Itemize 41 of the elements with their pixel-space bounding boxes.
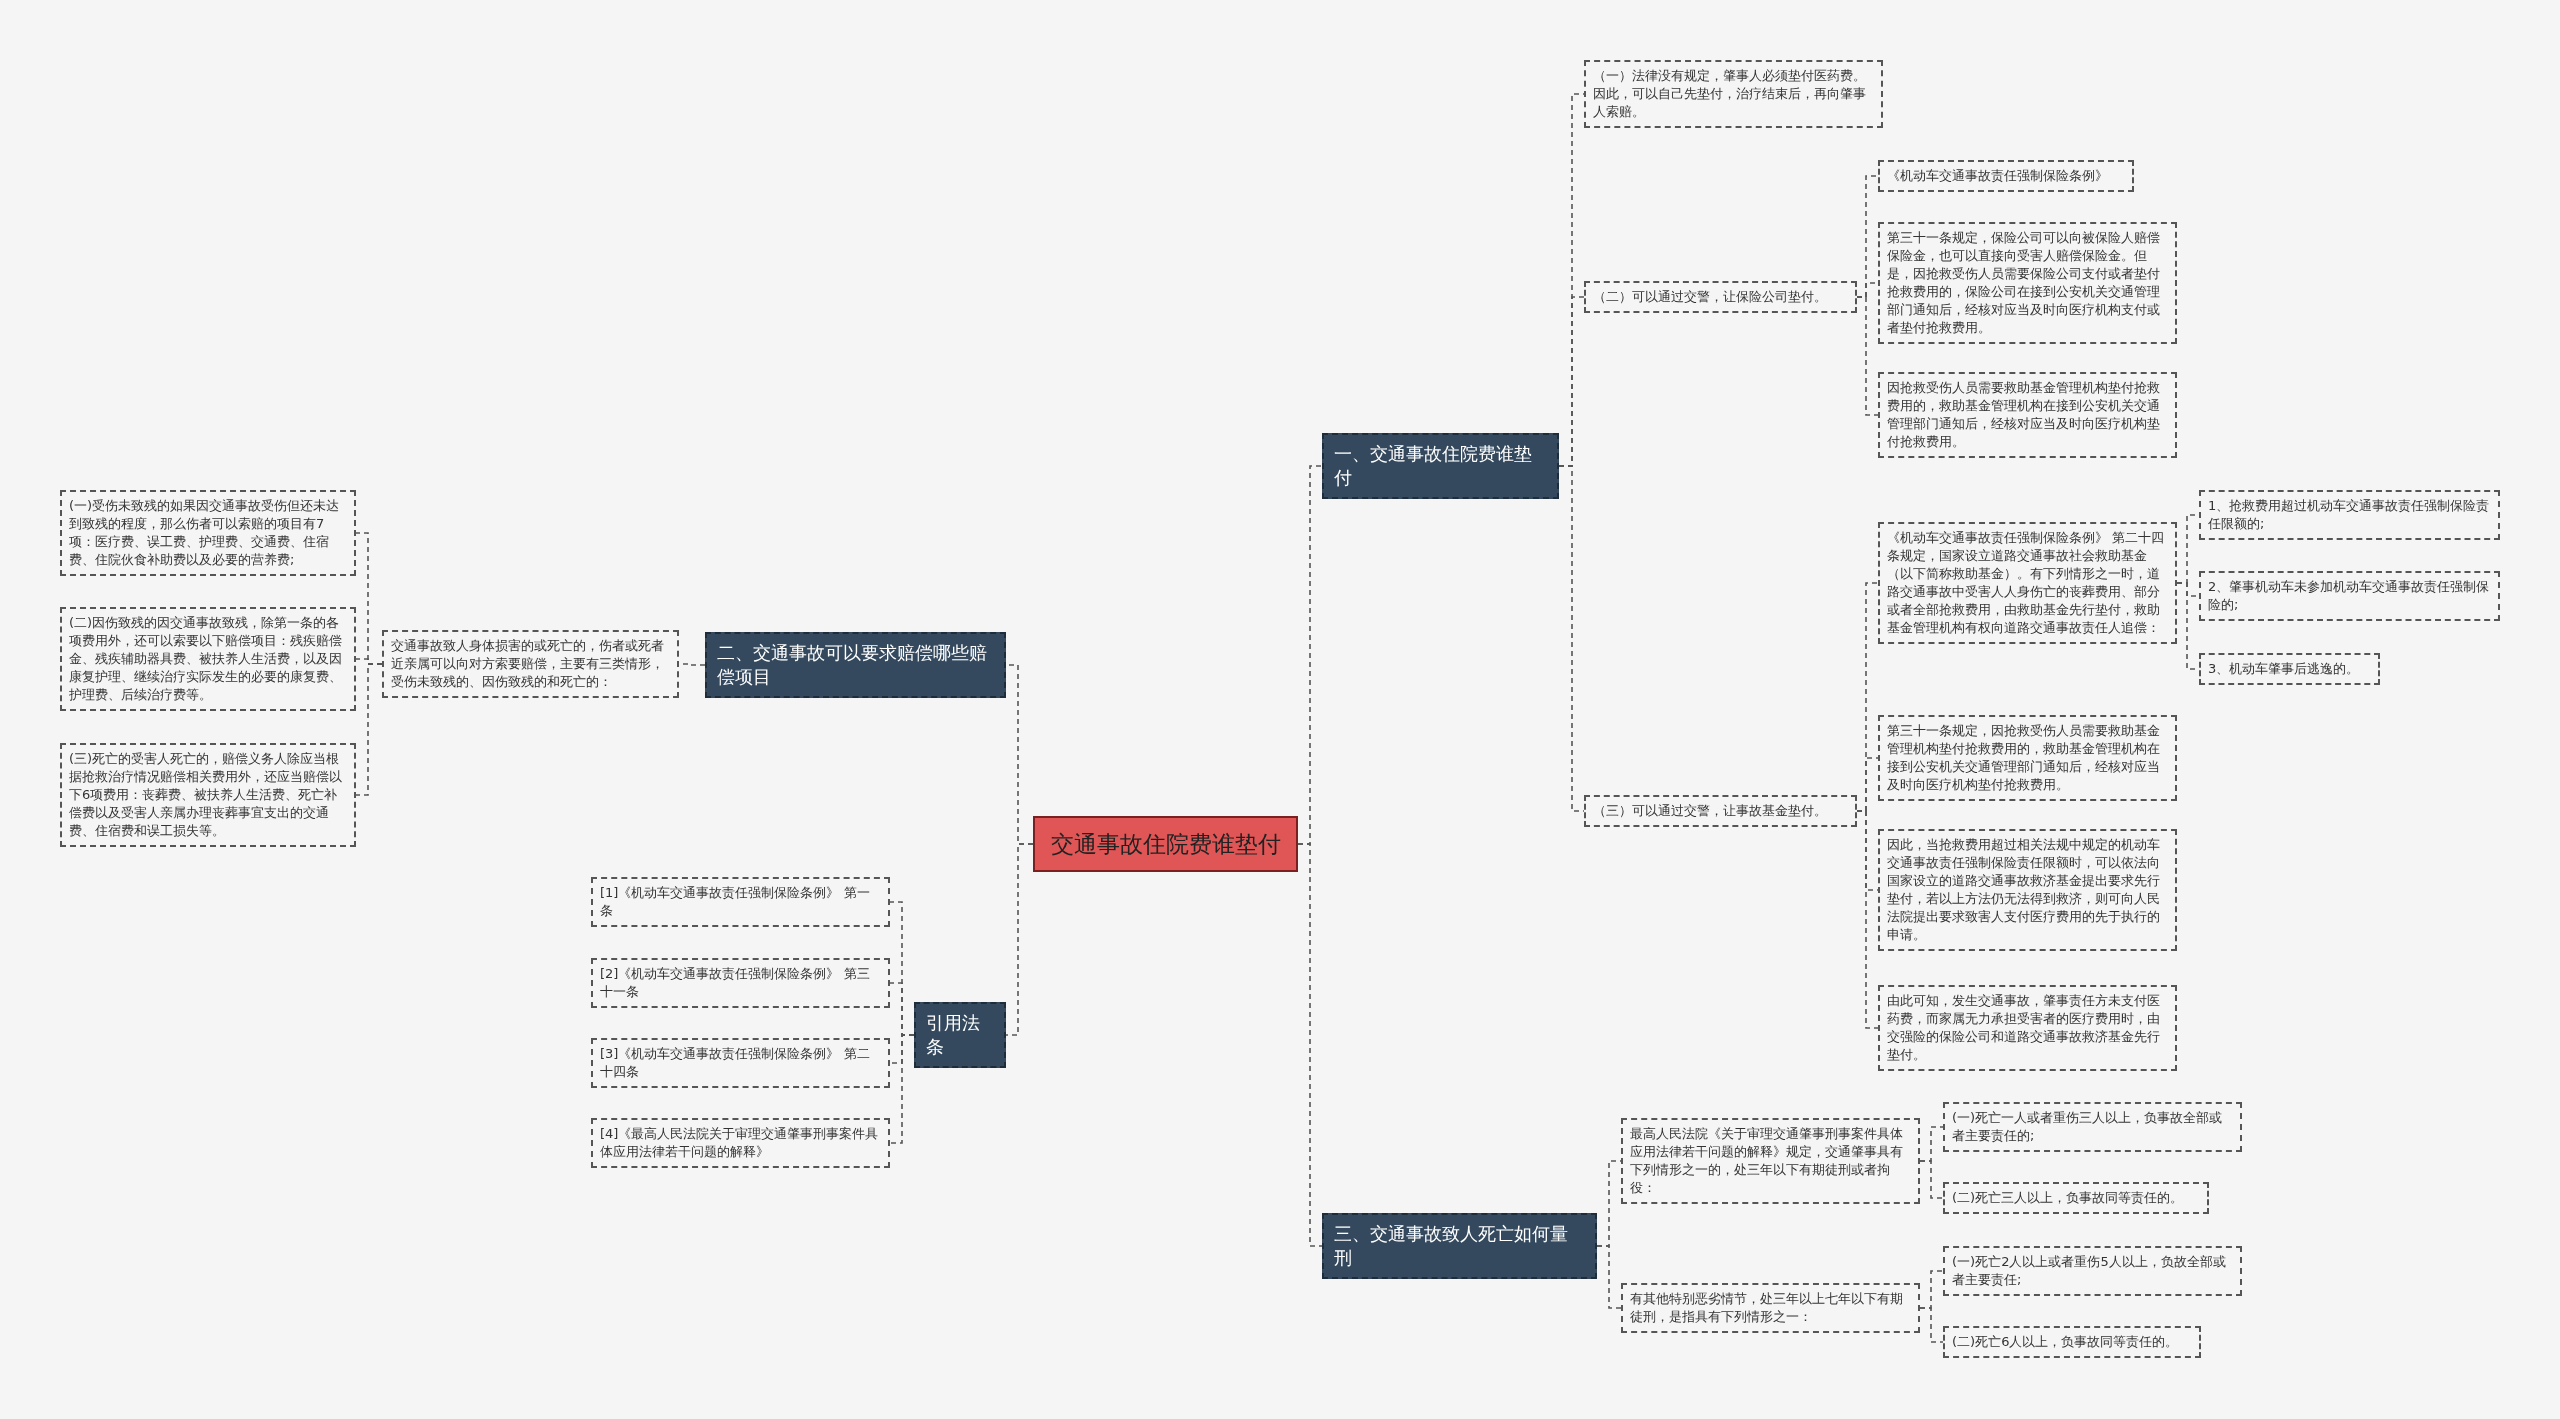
topic-box: 二、交通事故可以要求赔偿哪些赔偿项目 [705, 632, 1006, 698]
note-box: 有其他特别恶劣情节，处三年以上七年以下有期徒刑，是指具有下列情形之一： [1621, 1283, 1920, 1333]
connector-line [355, 663, 383, 796]
note-box: 因抢救受伤人员需要救助基金管理机构垫付抢救费用的，救助基金管理机构在接到公安机关交通管理部门通知后，经核对应当及时向医疗机构垫付抢救费用。 [1878, 372, 2177, 458]
topic-box: 一、交通事故住院费谁垫付 [1322, 433, 1559, 499]
topic-box: 三、交通事故致人死亡如何量刑 [1322, 1213, 1597, 1279]
connector-line [1596, 1245, 1622, 1309]
note-box: 《机动车交通事故责任强制保险条例》 [1878, 160, 2134, 192]
note-box: （三）可以通过交警，让事故基金垫付。 [1584, 795, 1857, 827]
note-box: 最高人民法院《关于审理交通肇事刑事案件具体应用法律若干问题的解释》规定，交通肇事具有下列情形之一的，处三年以下有期徒刑或者拘役： [1621, 1118, 1920, 1204]
note-box: [2]《机动车交通事故责任强制保险条例》 第三十一条 [591, 958, 890, 1008]
note-box: 第三十一条规定，因抢救受伤人员需要救助基金管理机构垫付抢救费用的，救助基金管理机构在接到公安机关交通管理部门通知后，经核对应当及时向医疗机构垫付抢救费用。 [1878, 715, 2177, 801]
note-box: (二)死亡6人以上，负事故同等责任的。 [1943, 1326, 2201, 1358]
topic-box: 引用法条 [914, 1002, 1006, 1068]
connector-line [1856, 810, 1879, 1029]
note-box: [3]《机动车交通事故责任强制保险条例》 第二十四条 [591, 1038, 890, 1088]
note-box: (一)死亡2人以上或者重伤5人以上，负故全部或者主要责任; [1943, 1246, 2242, 1296]
note-box: (三)死亡的受害人死亡的，赔偿义务人除应当根据抢救治疗情况赔偿相关费用外，还应当赔偿以下6项费用：丧葬费、被扶养人生活费、死亡补偿费以及受害人亲属办理丧葬事宜支出的交通费、住宿费和误工损失等。 [60, 743, 356, 847]
note-box: 2、肇事机动车未参加机动车交通事故责任强制保险的; [2199, 571, 2500, 621]
note-box: 1、抢救费用超过机动车交通事故责任强制保险责任限额的; [2199, 490, 2500, 540]
note-box: (二)死亡三人以上，负事故同等责任的。 [1943, 1182, 2209, 1214]
note-box: （二）可以通过交警，让保险公司垫付。 [1584, 281, 1857, 313]
note-box: [4]《最高人民法院关于审理交通肇事刑事案件具体应用法律若干问题的解释》 [591, 1118, 890, 1168]
note-box: （一）法律没有规定，肇事人必须垫付医药费。因此，可以自己先垫付，治疗结束后，再向肇事人索赔。 [1584, 60, 1883, 128]
note-box: 第三十一条规定，保险公司可以向被保险人赔偿保险金，也可以直接向受害人赔偿保险金。但是，因抢救受伤人员需要保险公司支付或者垫付抢救费用的，保险公司在接到公安机关交通管理部门通知后，经核对应当及时向医疗机构支付或者垫付抢救费用。 [1878, 222, 2177, 344]
note-box: (二)因伤致残的因交通事故致残，除第一条的各项费用外，还可以索要以下赔偿项目：残疾赔偿金、残疾辅助器具费、被扶养人生活费，以及因康复护理、继续治疗实际发生的必要的康复费、护理费、后续治疗费等。 [60, 607, 356, 711]
connector-line [889, 1034, 915, 1144]
note-box: (一)受伤未致残的如果因交通事故受伤但还未达到致残的程度，那么伤者可以索赔的项目有7项：医疗费、误工费、护理费、交通费、住宿费、住院伙食补助费以及必要的营养费; [60, 490, 356, 576]
note-box: (一)死亡一人或者重伤三人以上，负事故全部或者主要责任的; [1943, 1102, 2242, 1152]
connector-line [1297, 843, 1323, 1247]
note-box: 交通事故致人身体损害的或死亡的，伤者或死者近亲属可以向对方索要赔偿，主要有三类情形，受伤未致残的、因伤致残的和死亡的： [382, 630, 679, 698]
central-topic-box: 交通事故住院费谁垫付 [1033, 816, 1298, 872]
note-box: 由此可知，发生交通事故，肇事责任方未支付医药费，而家属无力承担受害者的医疗费用时，由交强险的保险公司和道路交通事故救济基金先行垫付。 [1878, 985, 2177, 1071]
connector-line [1005, 843, 1034, 1036]
connector-line [1856, 296, 1879, 416]
connector-line [1919, 1160, 1944, 1199]
note-box: [1]《机动车交通事故责任强制保险条例》 第一条 [591, 877, 890, 927]
connector-line [1919, 1307, 1944, 1343]
note-box: 3、机动车肇事后逃逸的。 [2199, 653, 2380, 685]
note-box: 因此，当抢救费用超过相关法规中规定的机动车交通事故责任强制保险责任限额时，可以依法向国家设立的道路交通事故救济基金提出要求先行垫付，若以上方法仍无法得到救济，则可向人民法院提出要求致害人支付医疗费用的先于执行的申请。 [1878, 829, 2177, 951]
note-box: 《机动车交通事故责任强制保险条例》 第二十四条规定，国家设立道路交通事故社会救助基金（以下简称救助基金）。有下列情形之一时，道路交通事故中受害人人身伤亡的丧葬费用、部分或者全部抢救费用，由救助基金先行垫付，救助基金管理机构有权向道路交通事故责任人追偿： [1878, 522, 2177, 644]
